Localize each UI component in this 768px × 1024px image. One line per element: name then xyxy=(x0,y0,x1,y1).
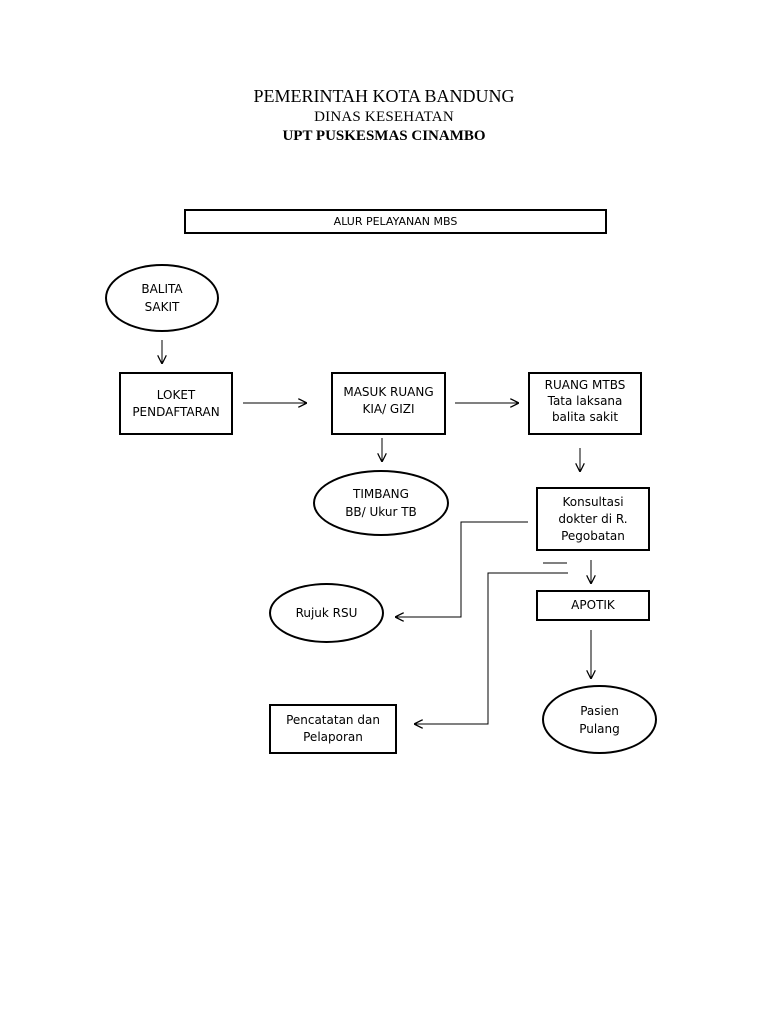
node-loket-pendaftaran: LOKET PENDAFTARAN xyxy=(119,372,233,435)
node-label-line: Pegobatan xyxy=(561,528,625,543)
node-label-line: balita sakit xyxy=(551,410,619,424)
header-department: DINAS KESEHATAN xyxy=(314,109,454,125)
node-label-line: MASUK RUANG xyxy=(343,385,434,399)
node-label-line: KIA/ GIZI xyxy=(362,402,415,416)
node-ruang-mtbs: RUANG MTBS Tata laksana balita sakit xyxy=(528,372,642,435)
node-label-line: Pasien xyxy=(580,703,619,718)
node-label-line: TIMBANG xyxy=(353,487,409,501)
node-rujuk-rsu: Rujuk RSU xyxy=(269,583,384,643)
node-pasien-pulang: Pasien Pulang xyxy=(542,685,657,754)
node-label-line: Pencatatan dan xyxy=(286,713,380,727)
diagram-title-box: ALUR PELAYANAN MBS xyxy=(184,209,607,234)
node-label-line: BB/ Ukur TB xyxy=(345,505,417,519)
node-label-line: Rujuk RSU xyxy=(295,606,358,620)
node-label-line: SAKIT xyxy=(144,300,180,314)
node-konsultasi: Konsultasi dokter di R. Pegobatan xyxy=(536,487,650,551)
node-pencatatan: Pencatatan dan Pelaporan xyxy=(269,704,397,754)
node-label-line: Konsultasi xyxy=(562,494,624,509)
node-label-line: APOTIK xyxy=(571,598,615,612)
node-label-line: BALITA xyxy=(141,282,183,296)
node-balita-sakit: BALITA SAKIT xyxy=(105,264,219,332)
node-label-line: LOKET xyxy=(156,387,196,402)
node-timbang: TIMBANG BB/ Ukur TB xyxy=(313,470,449,536)
node-label-line: RUANG MTBS xyxy=(544,378,626,392)
node-label-line: dokter di R. xyxy=(558,511,628,526)
node-apotik: APOTIK xyxy=(536,590,650,621)
diagram-title: ALUR PELAYANAN MBS xyxy=(333,215,458,228)
node-label-line: Pelaporan xyxy=(303,730,363,744)
header-puskesmas: UPT PUSKESMAS CINAMBO xyxy=(282,128,486,144)
arrow-konsultasi-to-rujuk xyxy=(395,521,528,617)
node-masuk-ruang: MASUK RUANG KIA/ GIZI xyxy=(331,372,446,435)
node-label-line: PENDAFTARAN xyxy=(132,404,220,419)
node-label-line: Tata laksana xyxy=(547,394,623,408)
node-label-line: Pulang xyxy=(579,721,620,736)
header-government: PEMERINTAH KOTA BANDUNG xyxy=(253,86,515,106)
